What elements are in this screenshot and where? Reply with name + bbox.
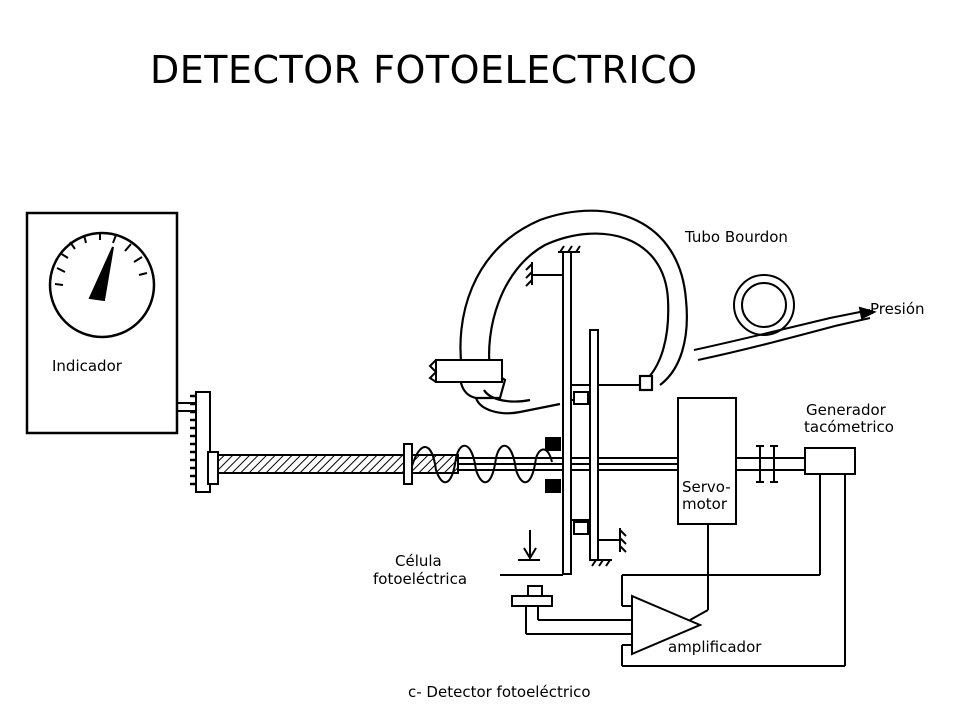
label-generador: Generador	[806, 401, 887, 419]
label-fotoelectrica: fotoeléctrica	[373, 570, 467, 588]
label-indicador: Indicador	[52, 357, 123, 375]
label-celula: Célula	[395, 552, 442, 570]
label-servo: Servo-	[682, 478, 731, 496]
label-motor: motor	[682, 495, 728, 513]
bourdon-base	[435, 359, 503, 383]
tachometer-generator	[804, 447, 856, 475]
label-amplificador: amplificador	[668, 638, 762, 656]
indicator-box	[25, 211, 179, 435]
gauge-needle	[88, 246, 114, 302]
photo-cell	[500, 530, 632, 635]
bourdon-tube	[459, 209, 688, 415]
label-tacometrico: tacómetrico	[804, 418, 894, 436]
pressure-coil	[693, 274, 877, 361]
page-title: DETECTOR FOTOELECTRICO	[150, 48, 698, 92]
coupling	[756, 445, 778, 483]
amplifier	[621, 474, 846, 667]
lever-plates	[525, 245, 640, 575]
caption: c- Detector fotoeléctrico	[408, 683, 591, 701]
spring	[411, 444, 553, 484]
threaded-shaft	[217, 454, 459, 474]
label-tubo-bourdon: Tubo Bourdon	[684, 228, 788, 246]
label-presion: Presión	[870, 300, 925, 318]
indicator-gear	[177, 391, 219, 493]
servo-motor	[677, 397, 737, 525]
